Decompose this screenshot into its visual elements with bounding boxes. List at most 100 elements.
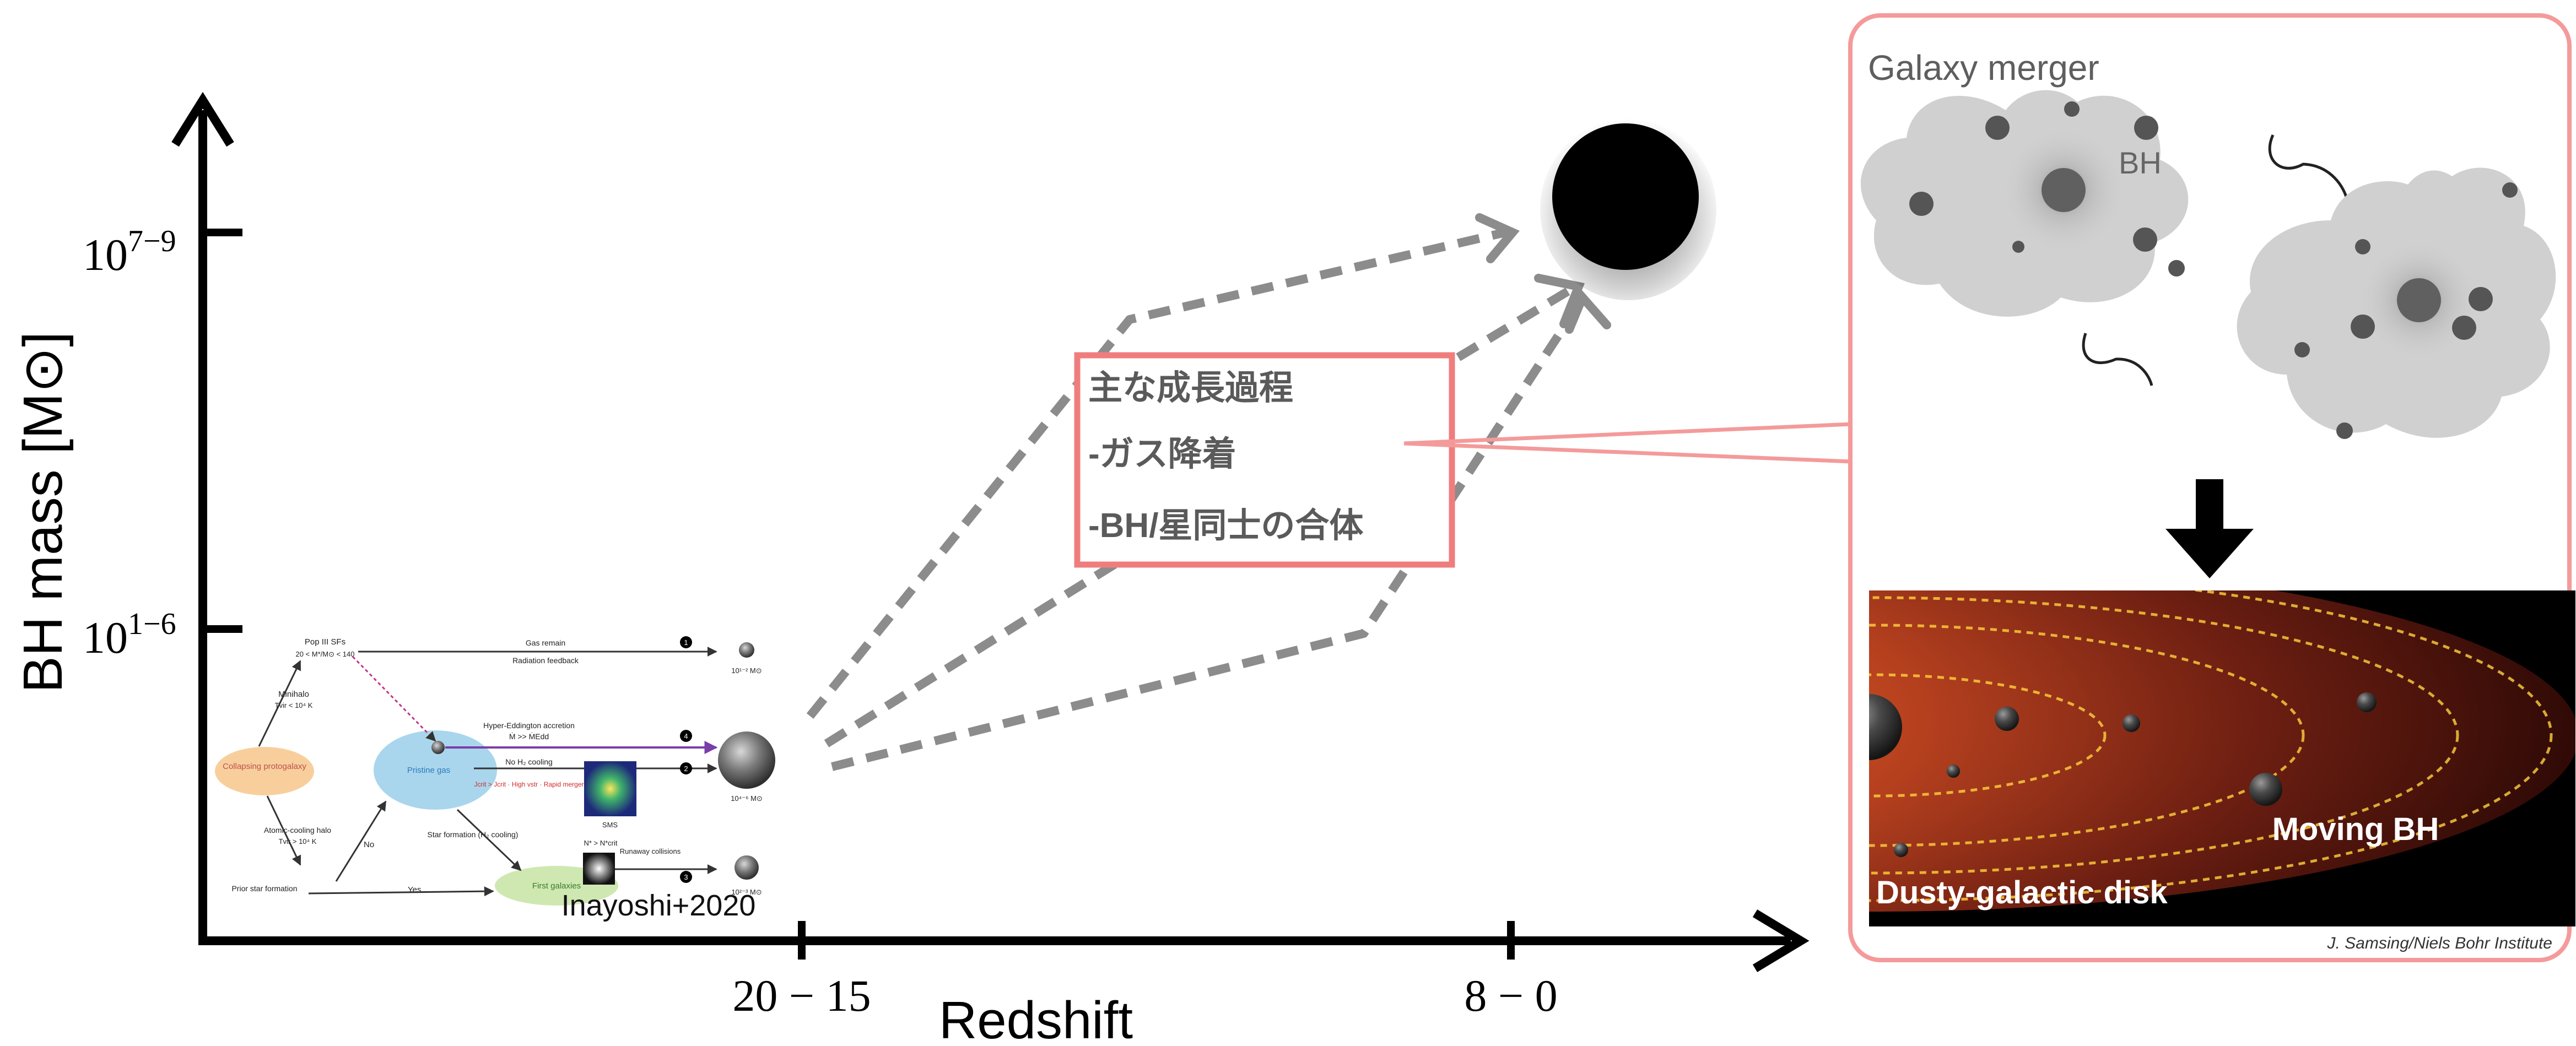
y-tick-label-low: 101−6 <box>83 607 176 663</box>
route-4-number: 4 <box>684 732 688 740</box>
route-2-badge <box>680 762 692 774</box>
disk-orbits <box>1869 590 2553 902</box>
growth-arrow-middle <box>824 283 1579 747</box>
edge-collapsing-to-atomic <box>266 795 301 866</box>
atomic-halo-label: Atomic-cooling halo <box>264 826 331 834</box>
galaxy-left-bh-dot <box>2064 101 2080 117</box>
edge-pop3-dashed <box>352 655 436 742</box>
seed-bh-large <box>718 731 775 789</box>
dusty-disk-image <box>1869 590 2575 926</box>
runaway-label: Runaway collisions <box>620 847 681 855</box>
edge-prior-to-first-galaxies <box>308 886 494 897</box>
callout-line-upper <box>1403 422 1852 446</box>
supermassive-black-hole-icon <box>1552 123 1699 270</box>
collapsing-protogalaxy-node <box>215 747 314 795</box>
edge-prior-to-pristine <box>335 800 387 882</box>
galaxy-left-bh-dot <box>2134 116 2158 140</box>
galaxy-right-bh-dot <box>2469 287 2493 311</box>
galaxy-left-bh-dot <box>2012 241 2024 253</box>
sms-image <box>584 761 636 816</box>
yes-label: Yes <box>408 885 421 895</box>
galaxy-merger-title: Galaxy merger <box>1868 48 2099 88</box>
pop3-label: Pop III SFs <box>305 637 345 647</box>
main-axes <box>171 91 1810 972</box>
star-cluster-image <box>583 853 615 885</box>
disk-orbit <box>1869 624 2305 847</box>
motion-mark-lower <box>2082 333 2153 386</box>
disk-bh <box>1894 843 1908 857</box>
seed-bh-small-1 <box>739 642 754 658</box>
galaxy-left-central-bh <box>2042 168 2086 212</box>
growth-arrowhead-bottom <box>1565 289 1611 334</box>
route-3-number: 3 <box>684 873 688 881</box>
first-galaxies-label: First galaxies <box>532 881 581 891</box>
galaxy-right-bh-dot <box>2351 315 2375 339</box>
x-tick-label-8-0: 8 − 0 <box>1464 971 1557 1021</box>
galaxy-left-bh-dot <box>1985 116 2010 140</box>
galaxy-right-bh-dot <box>2502 182 2518 198</box>
motion-mark-upper <box>2268 134 2349 202</box>
route-2-number: 2 <box>684 765 688 773</box>
growth-arrowhead-top <box>1475 213 1520 263</box>
x-axis-arrowhead <box>1752 909 1810 972</box>
pristine-gas-label: Pristine gas <box>407 766 450 775</box>
growth-arrowhead-middle <box>1534 274 1585 328</box>
seed-mass-3: 10²⁻³ M⊙ <box>731 888 762 896</box>
callout-line-lower <box>1403 441 1852 464</box>
galaxy-left-bh-dot <box>2133 227 2157 252</box>
disk-bh <box>2357 692 2377 712</box>
disk-orbit <box>1869 673 2107 798</box>
edge-collapsing-to-minihalo <box>258 660 301 747</box>
inset-citation: Inayoshi+2020 <box>561 889 756 922</box>
route-1-badge <box>680 636 692 648</box>
route-4-bottom-label: Ṁ >> ṀEdd <box>509 731 549 741</box>
growth-box-item-gas: -ガス降着 <box>1088 435 1236 473</box>
sf-h2-cooling-label: Star formation (H₂ cooling) <box>428 830 519 839</box>
route-1-bottom-label: Radiation feedback <box>512 656 579 665</box>
y-axis-label: BH mass [M⊙] <box>12 332 74 693</box>
galaxy-left-bh-dot <box>2168 260 2185 277</box>
route-4-top-label: Hyper-Eddington accretion <box>483 721 575 730</box>
growth-arrows <box>806 227 1585 771</box>
route-3-badge <box>680 871 692 883</box>
pop3-range-label: 20 < M*/M⊙ < 140 <box>295 650 354 658</box>
seed-mass-1: 10¹⁻² M⊙ <box>731 666 762 675</box>
route-4-badge <box>680 730 692 742</box>
disk-body <box>1869 590 2575 912</box>
collapsing-protogalaxy-label: Collapsing protogalaxy <box>223 762 306 771</box>
seeding-flowchart: Collapsing protogalaxy Pristine gas Firs… <box>215 636 775 922</box>
disk-bh <box>1995 707 2019 731</box>
edge-pristine-to-first-galaxies <box>456 809 522 871</box>
moving-bh-label: Moving BH <box>2272 811 2439 847</box>
growth-arrow-bottom <box>831 297 1585 771</box>
y-tick-label-high: 107−9 <box>83 224 176 280</box>
route-2-red-label: Jcrit > Jcrit · High vstr · Rapid merger <box>474 781 584 788</box>
growth-process-box <box>1074 352 1455 568</box>
growth-box-title: 主な成長過程 <box>1088 369 1293 407</box>
seed-mass-2: 10⁴⁻⁶ M⊙ <box>731 794 763 803</box>
x-tick-label-20-15: 20 − 15 <box>732 971 871 1021</box>
growth-arrow-top <box>806 227 1511 719</box>
disk-central-bh <box>1869 694 1902 760</box>
image-credit: J. Samsing/Niels Bohr Institute <box>2326 934 2552 952</box>
n-star-label: N* > N*crit <box>584 839 617 847</box>
atomic-halo-temp-label: Tvir > 10⁴ K <box>279 837 317 846</box>
pristine-gas-seed-icon <box>431 741 445 754</box>
disk-bh-moving <box>2249 773 2282 806</box>
galaxy-left-bh-dot <box>1909 192 1934 216</box>
seed-bh-small-3 <box>735 855 759 880</box>
galaxy-left <box>1860 90 2189 317</box>
pristine-gas-node <box>374 730 497 810</box>
x-axis-label: Redshift <box>939 991 1133 1046</box>
galaxy-right-bh-dot <box>2294 342 2310 357</box>
growth-arrowheads <box>1475 213 1611 334</box>
route-2-top-label: No H₂ cooling <box>505 757 553 766</box>
galaxy-right-bh-dot <box>2452 316 2476 340</box>
galaxy-right-bh-dot <box>2336 422 2353 439</box>
minihalo-temp-label: Tvir < 10⁴ K <box>275 701 313 709</box>
route-1-top-label: Gas remain <box>526 638 565 647</box>
no-label: No <box>364 840 374 849</box>
prior-sf-label: Prior star formation <box>231 884 297 893</box>
galaxy-right <box>2237 167 2556 439</box>
